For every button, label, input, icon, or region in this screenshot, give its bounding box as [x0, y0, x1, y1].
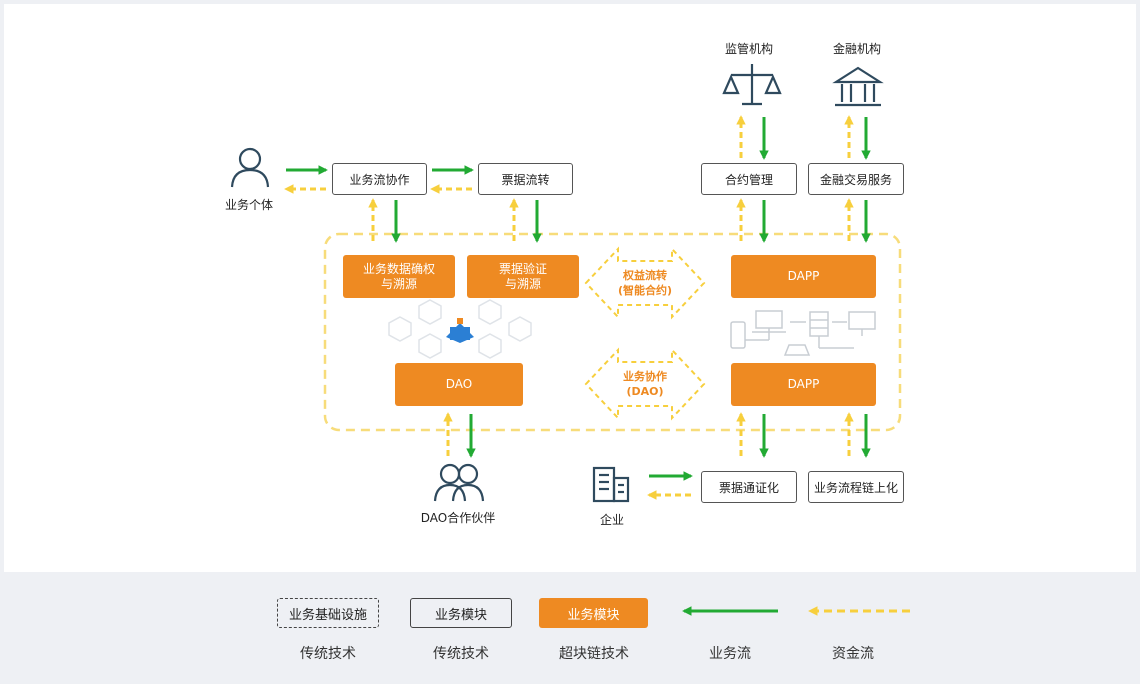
- scale-of-justice-icon: [722, 64, 782, 106]
- infrastructure-region: [323, 232, 902, 432]
- people-group-icon: [433, 463, 485, 502]
- business-collab-arrow: [584, 347, 706, 421]
- regulator-label: 监管机构: [724, 42, 774, 56]
- chain-module-data-rights: 业务数据确权 与溯源: [343, 255, 455, 298]
- dao-partner-label: DAO合作伙伴: [420, 511, 496, 525]
- module-process-on-chain: 业务流程链上化: [808, 471, 904, 503]
- hexagon-network-icon: [388, 299, 532, 359]
- business-collab-label: 业务协作 (DAO): [623, 370, 667, 398]
- chain-logo-icon: [446, 318, 474, 343]
- module-contract-management: 合约管理: [701, 163, 797, 195]
- legend-chain-module-box: 业务模块: [539, 598, 648, 628]
- rights-transfer-arrow: [584, 246, 706, 320]
- rights-transfer-label: 权益流转 (智能合约): [617, 269, 673, 297]
- module-bill-tokenization: 票据通证化: [701, 471, 797, 503]
- legend-module-box: 业务模块: [410, 598, 512, 628]
- module-bill-flow: 票据流转: [478, 163, 573, 195]
- chain-module-dapp-bottom: DAPP: [731, 363, 876, 406]
- bank-building-icon: [832, 66, 884, 107]
- office-building-icon: [592, 466, 630, 503]
- legend-module-caption: 传统技术: [433, 646, 489, 662]
- legend-infrastructure-box: 业务基础设施: [277, 598, 379, 628]
- bank-label: 金融机构: [832, 42, 882, 56]
- module-financial-trading: 金融交易服务: [808, 163, 904, 195]
- legend-capital-flow-label: 资金流: [832, 646, 874, 662]
- enterprise-label: 企业: [599, 513, 625, 527]
- device-network-icon: [730, 310, 876, 356]
- diagram-canvas: 监管机构 金融机构 业务个体 DAO合作伙伴 企业 业务流协作 票据流转 合约管…: [4, 4, 1136, 572]
- legend: 业务基础设施 业务模块 业务模块 传统技术 传统技术 超块链技术 业务流 资金流: [0, 576, 1140, 684]
- legend-chain-caption: 超块链技术: [559, 646, 629, 662]
- individual-label: 业务个体: [224, 198, 274, 212]
- person-icon: [230, 147, 270, 188]
- chain-module-dao: DAO: [395, 363, 523, 406]
- chain-module-bill-verify: 票据验证 与溯源: [467, 255, 579, 298]
- legend-arrows: [682, 606, 910, 616]
- legend-infrastructure-caption: 传统技术: [300, 646, 356, 662]
- module-business-collab: 业务流协作: [332, 163, 427, 195]
- chain-module-dapp-top: DAPP: [731, 255, 876, 298]
- legend-business-flow-label: 业务流: [709, 646, 751, 662]
- diagram-connectors: [230, 64, 902, 503]
